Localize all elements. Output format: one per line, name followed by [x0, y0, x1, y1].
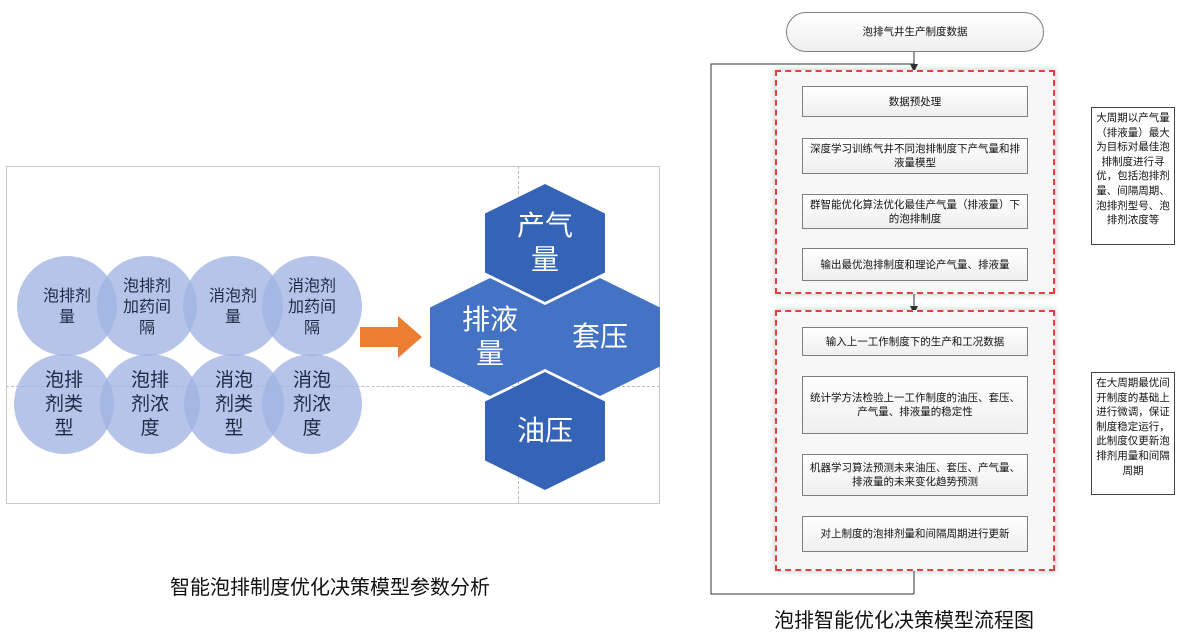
- result-hexagon-label: 产气: [516, 209, 573, 242]
- flow-step-label: 机器学习算法预测未来油压、套压、产气量、排液量的未来变化趋势预测: [810, 462, 1020, 488]
- parameter-circle: 泡排剂量: [17, 256, 117, 356]
- parameter-circle-label: 剂浓: [130, 393, 169, 415]
- parameter-circle-label: 加药间: [287, 296, 336, 316]
- parameter-circle: 泡排剂类型: [14, 354, 114, 454]
- parameter-circle-label: 剂类: [214, 393, 253, 415]
- parameter-circle-label: 隔: [138, 317, 155, 337]
- flow-start-terminal: 泡排气井生产制度数据: [786, 12, 1044, 52]
- flow-step-label: 统计学方法检验上一工作制度的油压、套压、产气量、排液量的稳定性: [810, 392, 1020, 418]
- parameter-circle: 消泡剂加药间隔: [262, 256, 362, 356]
- parameter-circle-label: 消泡剂: [208, 286, 257, 305]
- flow-step-group2-4: 对上制度的泡排剂量和间隔周期进行更新: [802, 516, 1028, 552]
- flow-step-label: 群智能优化算法优化最佳产气量（排液量）下的泡排制度: [810, 198, 1020, 225]
- parameter-circle-label: 量: [224, 307, 241, 326]
- result-hexagon-label: 套压: [571, 320, 628, 353]
- parameter-circle-label: 剂浓: [292, 393, 331, 415]
- result-hexagon-label: 油压: [516, 414, 573, 447]
- result-hexagon-label: 量: [530, 243, 559, 276]
- parameter-circle-label: 泡排: [130, 369, 169, 391]
- flow-step-group2-2: 统计学方法检验上一工作制度的油压、套压、产气量、排液量的稳定性: [802, 376, 1028, 434]
- flow-step-group1-1: 数据预处理: [802, 86, 1028, 117]
- parameter-circle-label: 型: [224, 417, 244, 439]
- parameter-circle-label: 剂类: [44, 393, 83, 415]
- parameter-circle-label: 泡排剂: [42, 286, 91, 305]
- right-caption: 泡排智能优化决策模型流程图: [774, 608, 1034, 632]
- left-caption: 智能泡排制度优化决策模型参数分析: [170, 575, 490, 599]
- flow-step-group2-1: 输入上一工作制度下的生产和工况数据: [802, 327, 1028, 356]
- note-fine-tune: 在大周期最优间开制度的基础上进行微调，保证制度稳定运行，此制度仅更新泡排剂用量和…: [1091, 372, 1175, 495]
- parameter-circle-label: 消泡: [214, 369, 253, 391]
- parameter-circle-label: 泡排剂: [122, 275, 171, 295]
- result-hexagon-label: 量: [475, 337, 504, 370]
- note-long-cycle-text: 大周期以产气量（排液量）最大为目标对最佳泡排制度进行寻优，包括泡排剂量、间隔周期…: [1096, 112, 1170, 227]
- parameter-circle: 消泡剂浓度: [262, 354, 362, 454]
- parameter-circle-label: 隔: [303, 317, 320, 337]
- flow-step-label: 数据预处理: [888, 95, 942, 108]
- parameter-circle-label: 型: [54, 417, 74, 439]
- feedback-loop-line: [710, 63, 914, 595]
- parameter-circle-label: 消泡: [292, 369, 331, 391]
- result-hexagon-label: 排液: [461, 303, 518, 336]
- flow-step-group1-3: 群智能优化算法优化最佳产气量（排液量）下的泡排制度: [802, 194, 1028, 229]
- flow-step-group2-3: 机器学习算法预测未来油压、套压、产气量、排液量的未来变化趋势预测: [802, 454, 1028, 496]
- flow-step-group1-4: 输出最优泡排制度和理论产气量、排液量: [802, 248, 1028, 281]
- parameter-circle: 泡排剂浓度: [100, 354, 200, 454]
- flow-step-label: 输出最优泡排制度和理论产气量、排液量: [820, 258, 1010, 271]
- note-fine-tune-text: 在大周期最优间开制度的基础上进行微调，保证制度稳定运行，此制度仅更新泡排剂用量和…: [1096, 377, 1170, 477]
- parameter-circle-label: 加药间: [122, 296, 171, 316]
- flow-step-label: 输入上一工作制度下的生产和工况数据: [825, 335, 1005, 348]
- parameter-circle-label: 泡排: [44, 369, 83, 391]
- parameter-circle-label: 度: [140, 417, 160, 439]
- flow-step-label: 对上制度的泡排剂量和间隔周期进行更新: [820, 528, 1010, 540]
- parameter-circle-label: 消泡剂: [287, 275, 336, 295]
- flow-start-label: 泡排气井生产制度数据: [862, 26, 968, 38]
- parameter-circle: 泡排剂加药间隔: [97, 256, 197, 356]
- right-arrow-icon: [360, 316, 422, 358]
- flow-step-group1-2: 深度学习训练气井不同泡排制度下产气量和排液量模型: [802, 138, 1028, 174]
- flow-step-label: 深度学习训练气井不同泡排制度下产气量和排液量模型: [810, 143, 1020, 169]
- parameter-circle-label: 度: [302, 417, 322, 439]
- parameter-circle-label: 量: [58, 307, 75, 326]
- note-long-cycle: 大周期以产气量（排液量）最大为目标对最佳泡排制度进行寻优，包括泡排剂量、间隔周期…: [1091, 107, 1175, 245]
